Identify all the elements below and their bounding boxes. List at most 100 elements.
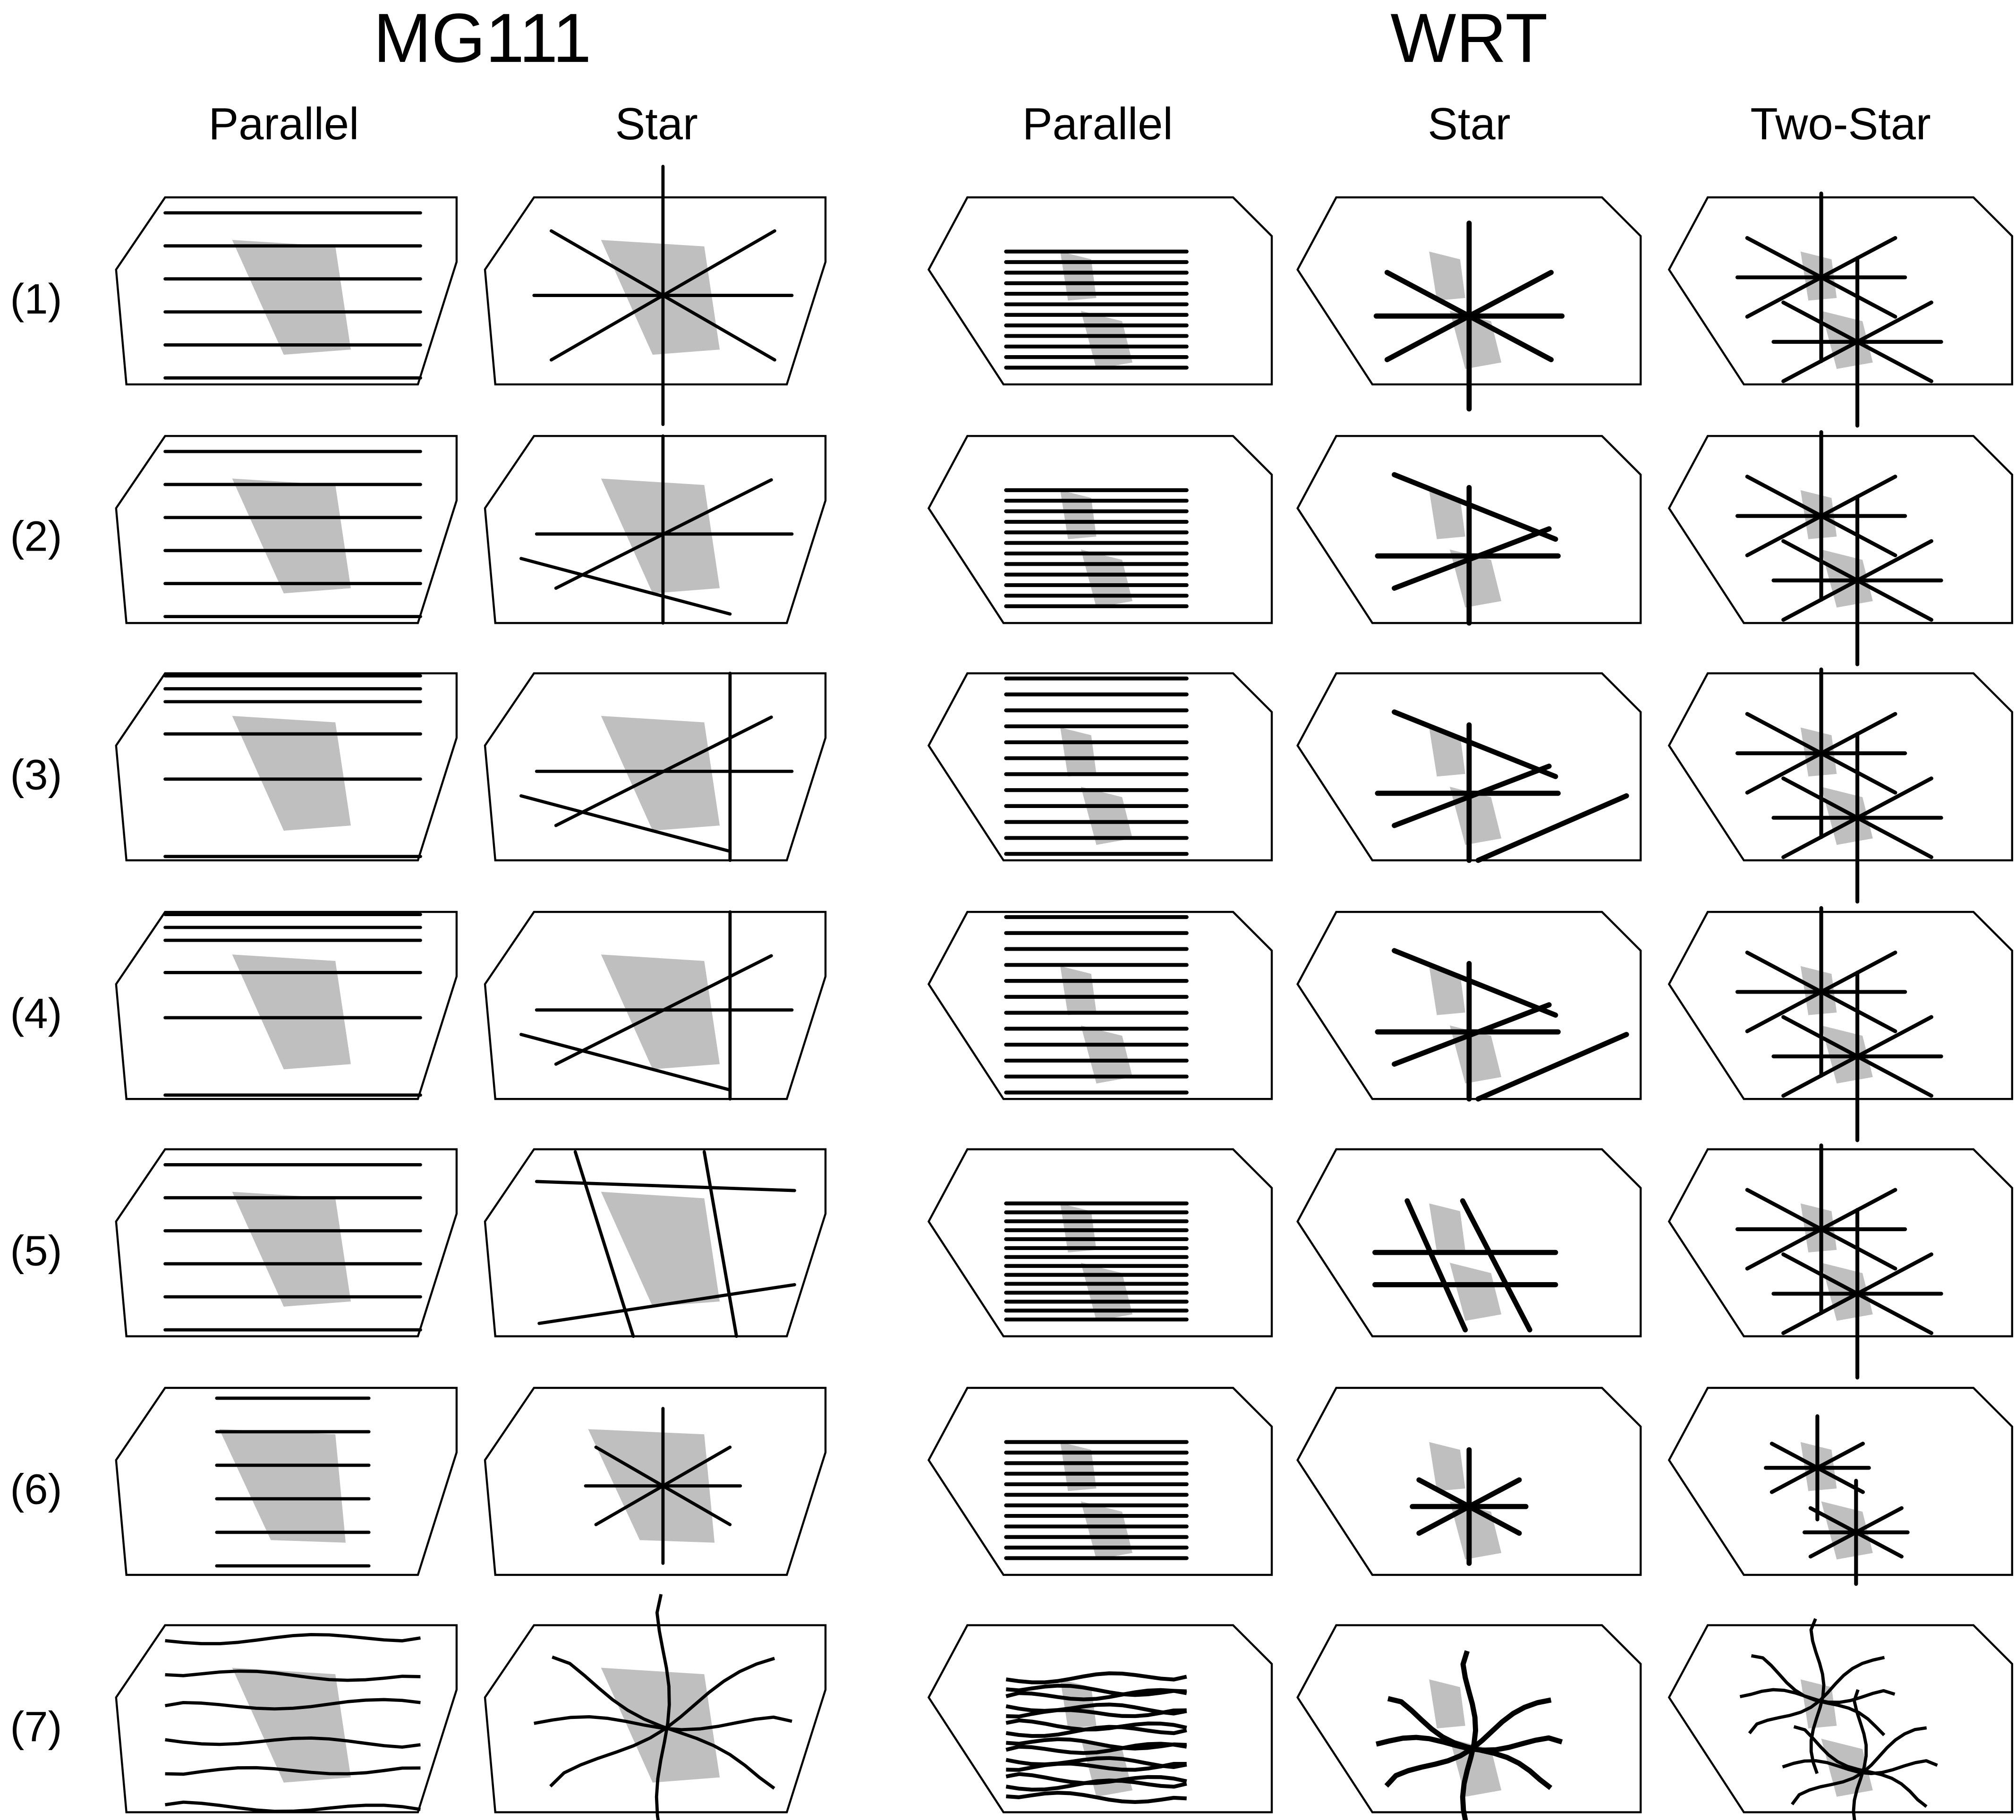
panel-wrt-two-star-row-7	[1667, 1618, 2013, 1820]
column-header-wrt-star: Star	[1428, 99, 1510, 149]
panel-mg111-star-row-6	[484, 1386, 827, 1576]
panel-mg111-parallel-row-2	[115, 435, 458, 624]
panel-mg111-parallel-row-1	[115, 196, 458, 386]
region-outline	[1296, 672, 1642, 862]
star-line	[1392, 948, 1558, 1018]
region-outline	[1296, 1386, 1642, 1576]
study-area-shape	[1429, 251, 1465, 301]
panel-wrt-parallel-row-2	[927, 435, 1273, 624]
curved-transect-line	[165, 1766, 421, 1776]
region-outline	[1667, 910, 2013, 1100]
region-outline	[927, 1386, 1273, 1576]
region-outline	[1667, 1624, 2013, 1813]
region-outline	[927, 910, 1273, 1100]
panel-wrt-parallel-row-7	[927, 1624, 1273, 1813]
region-outline	[115, 1148, 458, 1337]
panel-mg111-star-row-7	[484, 1594, 827, 1820]
star-line	[1384, 270, 1554, 363]
row-label-3: (3)	[10, 751, 62, 799]
study-area-shape	[232, 1667, 351, 1783]
row-label-2: (2)	[10, 512, 62, 560]
panel-wrt-two-star-row-4	[1667, 906, 2013, 1142]
panel-wrt-star-row-2	[1296, 435, 1642, 626]
curved-transect-line	[549, 1657, 775, 1788]
star-line	[1745, 1188, 1897, 1271]
star-line	[1392, 709, 1558, 779]
star-line	[1475, 1032, 1629, 1102]
star-line	[1392, 472, 1558, 542]
panel-wrt-two-star-row-3	[1667, 667, 2013, 904]
transect-line	[702, 1150, 738, 1338]
panel-mg111-star-row-1	[484, 164, 827, 426]
panel-wrt-star-row-7	[1296, 1624, 1642, 1820]
panel-mg111-star-row-4	[484, 910, 827, 1101]
region-outline	[1296, 196, 1642, 386]
study-area-shape	[1429, 727, 1465, 777]
star-line	[1745, 236, 1897, 319]
study-area-shape	[1080, 1501, 1133, 1560]
study-area-shape	[1060, 1679, 1097, 1729]
region-outline	[1296, 910, 1642, 1100]
curved-transect-line	[165, 1633, 421, 1645]
panel-wrt-star-row-6	[1296, 1386, 1642, 1576]
star-line	[1745, 712, 1897, 795]
column-header-wrt-parallel: Parallel	[1022, 99, 1173, 149]
panel-wrt-parallel-row-4	[927, 910, 1273, 1100]
star-line	[554, 954, 773, 1066]
transect-line	[535, 1180, 796, 1192]
region-outline	[484, 1148, 827, 1337]
region-outline	[115, 1386, 458, 1576]
region-outline	[927, 435, 1273, 624]
curved-transect-line	[655, 1594, 671, 1820]
curved-transect-line	[165, 1736, 421, 1749]
region-outline	[927, 672, 1273, 862]
region-outline	[484, 196, 827, 386]
panel-wrt-two-star-row-1	[1667, 191, 2013, 428]
star-line	[519, 794, 732, 853]
region-outline	[115, 196, 458, 386]
panel-mg111-star-row-3	[484, 672, 827, 862]
star-line	[1781, 776, 1933, 859]
panel-wrt-parallel-row-5	[927, 1148, 1273, 1337]
region-outline	[1667, 1148, 2013, 1337]
star-line	[1392, 763, 1552, 828]
region-outline	[927, 1148, 1273, 1337]
star-line	[519, 1033, 732, 1092]
region-outline	[927, 1624, 1273, 1813]
study-area-shape	[1080, 549, 1133, 608]
curved-transect-line	[1005, 1778, 1187, 1792]
panel-mg111-star-row-2	[484, 434, 827, 625]
curved-transect-line	[1006, 1708, 1187, 1718]
curved-transect-line	[1006, 1684, 1187, 1697]
row-label-5: (5)	[10, 1227, 62, 1275]
curved-transect-line	[1006, 1737, 1187, 1751]
study-area-shape	[1429, 490, 1465, 539]
region-outline	[115, 1624, 458, 1813]
region-outline	[484, 1624, 827, 1813]
star-line	[519, 557, 732, 616]
region-outline	[1296, 1624, 1642, 1813]
star-line	[1781, 300, 1933, 383]
region-outline	[1667, 435, 2013, 624]
region-outline	[115, 435, 458, 624]
panel-wrt-two-star-row-2	[1667, 430, 2013, 666]
study-area-shape	[232, 715, 351, 831]
star-line	[1392, 1002, 1552, 1067]
curved-transect-line	[1006, 1791, 1187, 1804]
curved-transect-line	[165, 1669, 421, 1682]
study-area-shape	[1060, 966, 1097, 1015]
curved-transect-line	[1005, 1725, 1187, 1738]
star-line	[1416, 1477, 1522, 1536]
star-line	[1769, 1441, 1865, 1494]
study-area-shape	[1429, 1442, 1465, 1491]
curved-transect-line	[552, 1655, 775, 1790]
region-outline	[484, 672, 827, 862]
panel-wrt-star-row-5	[1296, 1148, 1642, 1337]
study-area-shape	[219, 1429, 346, 1543]
panel-wrt-two-star-row-6	[1667, 1386, 2013, 1586]
star-line	[1781, 1252, 1933, 1335]
column-header-mg111-parallel: Parallel	[209, 99, 359, 149]
star-line	[1745, 950, 1897, 1033]
panel-wrt-star-row-1	[1296, 196, 1642, 412]
